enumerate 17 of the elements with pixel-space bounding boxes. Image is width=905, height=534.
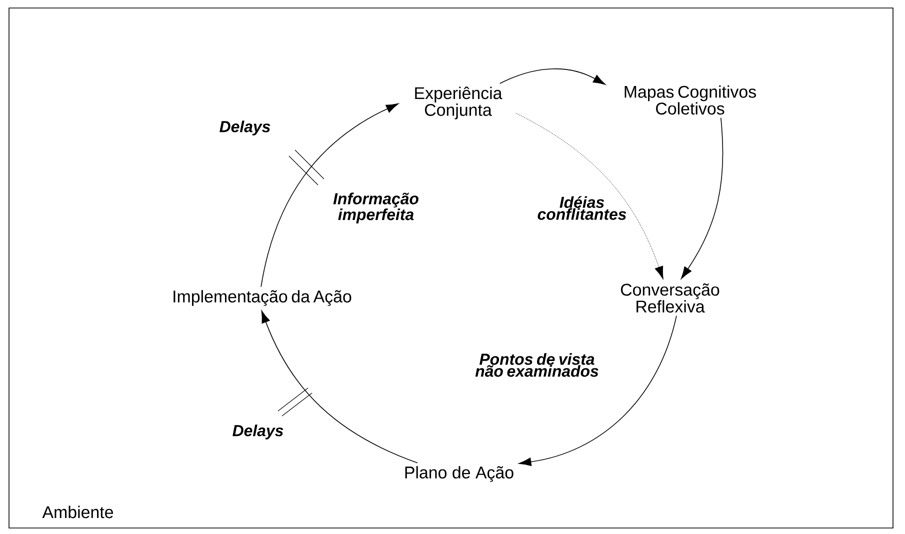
environment-label: Ambiente — [42, 506, 114, 518]
concept-label: Experiência Conjunta — [415, 86, 502, 120]
concept-label: Implementação da Ação — [174, 290, 352, 306]
arrow — [516, 113, 664, 280]
arrow — [499, 68, 606, 85]
edge-label: Informação imperfeita — [333, 192, 418, 224]
delay-label: Delays — [220, 120, 270, 136]
edge-label: Pontos de vista não examinados — [475, 353, 598, 377]
concept-label: Mapas Cognitivos Coletivos — [624, 85, 756, 115]
concept-label: Plano de Ação — [405, 466, 514, 482]
arrow — [261, 310, 418, 464]
delay-label: Delays — [232, 424, 284, 440]
edge-label: Idéias conflitantes — [538, 196, 626, 220]
arrow — [680, 117, 724, 280]
arrow — [518, 315, 677, 466]
concept-label: Conversação Reflexiva — [620, 283, 720, 313]
arrow — [260, 103, 398, 288]
